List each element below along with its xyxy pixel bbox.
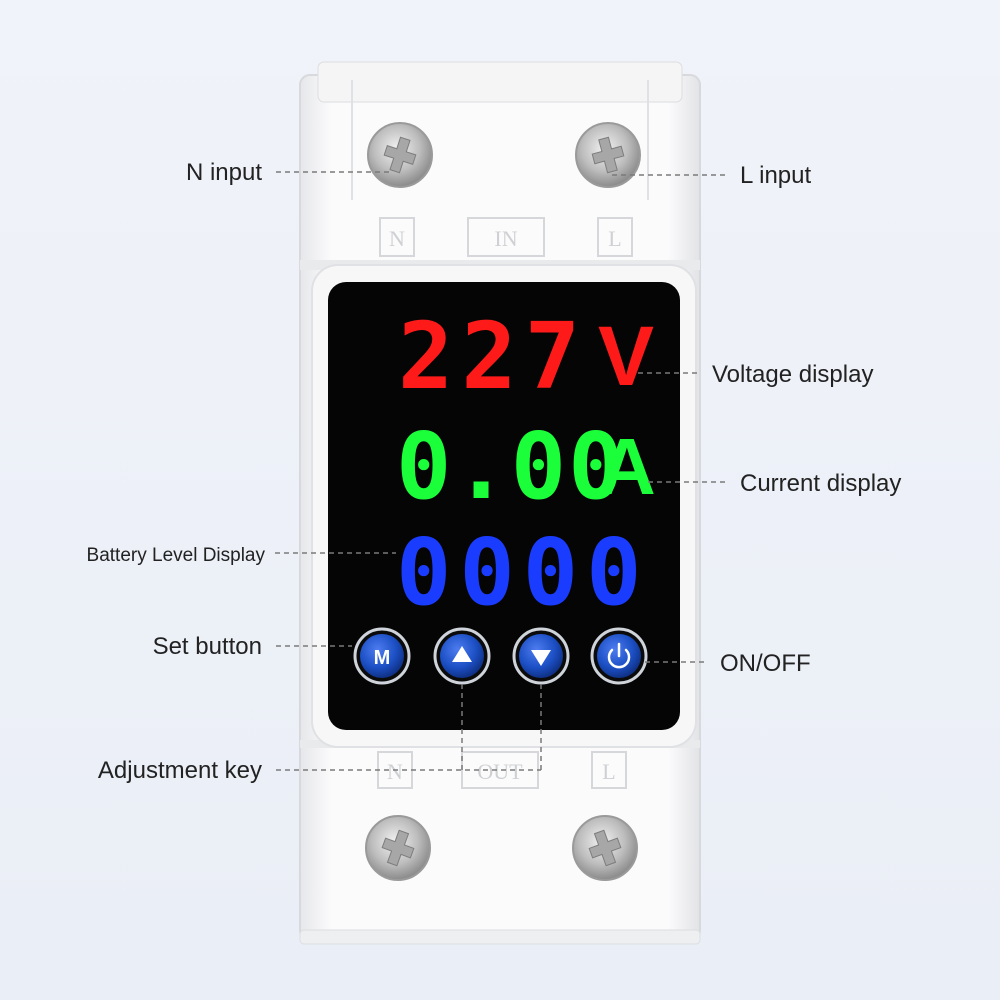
- screw-icon: [575, 122, 641, 188]
- current-digits: 0.00: [396, 413, 626, 520]
- up-button[interactable]: [433, 627, 491, 685]
- down-triangle-icon: [531, 650, 551, 666]
- label-set-button: Set button: [153, 633, 262, 660]
- lcd-screen: [328, 282, 680, 730]
- screw-icon: [572, 815, 638, 881]
- marking-in: IN: [494, 226, 517, 251]
- marking-l-bottom: L: [602, 759, 615, 784]
- up-triangle-icon: [452, 646, 472, 662]
- voltage-display: 227 V: [398, 303, 654, 410]
- label-voltage-display: Voltage display: [712, 361, 873, 388]
- top-markings: N IN L: [379, 217, 633, 257]
- battery-level-display: 0000: [396, 519, 650, 626]
- down-button[interactable]: [512, 627, 570, 685]
- screw-icon: [365, 815, 431, 881]
- marking-out: OUT: [477, 759, 523, 784]
- leader-lines: [275, 171, 727, 771]
- label-battery-level-display: Battery Level Display: [87, 545, 266, 566]
- marking-n-bottom: N: [387, 759, 403, 784]
- voltage-unit: V: [598, 309, 654, 403]
- m-letter: M: [374, 647, 391, 669]
- set-button[interactable]: M: [353, 627, 411, 685]
- label-n-input: N input: [186, 159, 262, 186]
- label-on-off: ON/OFF: [720, 650, 811, 677]
- voltage-digits: 227: [398, 303, 588, 410]
- third-row-digits: 0000: [396, 519, 650, 626]
- marking-n-top: N: [389, 226, 405, 251]
- power-button[interactable]: [590, 627, 648, 685]
- power-icon: [607, 642, 631, 669]
- screw-icon: [367, 122, 433, 188]
- label-current-display: Current display: [740, 470, 901, 497]
- label-adjustment-key: Adjustment key: [98, 757, 262, 784]
- marking-l-top: L: [608, 226, 621, 251]
- bottom-markings: N OUT L: [377, 751, 627, 789]
- label-l-input: L input: [740, 162, 812, 189]
- current-display: 0.00 A: [396, 413, 656, 520]
- current-unit: A: [598, 422, 656, 511]
